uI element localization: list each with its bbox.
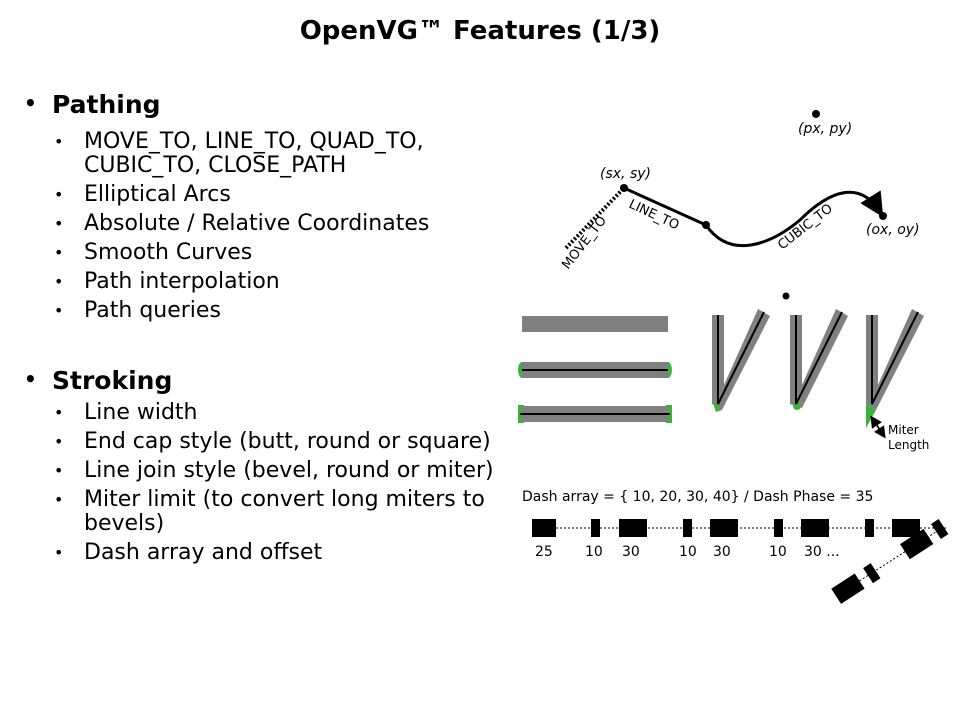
list-item: Path interpolation bbox=[54, 270, 504, 295]
move-to-segment bbox=[564, 186, 626, 250]
miter-label: Miter bbox=[888, 423, 919, 437]
dash-value-label: 30 bbox=[622, 544, 640, 560]
round-join-centerline bbox=[795, 311, 843, 405]
dash-segment bbox=[831, 573, 865, 604]
dash-segment bbox=[892, 519, 920, 537]
list-item: End cap style (butt, round or square) bbox=[54, 430, 494, 455]
dash-segment bbox=[865, 519, 874, 537]
dash-segment bbox=[619, 519, 647, 537]
list-item: Miter limit (to convert long miters to b… bbox=[54, 488, 494, 536]
miter-join-centerline bbox=[871, 311, 919, 405]
dash-value-label: 10 bbox=[679, 544, 697, 560]
dash-segment bbox=[801, 519, 829, 537]
start-point-dot bbox=[620, 184, 628, 192]
dash-segment bbox=[774, 519, 783, 537]
stroking-list: Line width End cap style (butt, round or… bbox=[54, 401, 494, 570]
dash-value-label: 30 bbox=[713, 544, 731, 560]
dash-segment bbox=[863, 563, 881, 584]
dash-diagram: Dash array = { 10, 20, 30, 40} / Dash Ph… bbox=[522, 489, 949, 604]
list-item: Smooth Curves bbox=[54, 241, 504, 266]
miter-length-arrow-back bbox=[870, 415, 885, 437]
stroking-heading: • Stroking bbox=[24, 366, 172, 395]
end-point-dot bbox=[879, 212, 887, 220]
line-to-segment bbox=[623, 186, 707, 227]
join-dot bbox=[782, 292, 790, 300]
list-item: Line join style (bevel, round or miter) bbox=[54, 459, 494, 484]
bullet-icon: • bbox=[24, 367, 37, 391]
mid-point-dot bbox=[702, 221, 710, 229]
pathing-list: MOVE_TO, LINE_TO, QUAD_TO, CUBIC_TO, CLO… bbox=[54, 130, 504, 328]
list-item: Path queries bbox=[54, 299, 504, 324]
dash-segment bbox=[591, 519, 600, 537]
pathing-heading-label: Pathing bbox=[52, 90, 161, 119]
bevel-join-centerline bbox=[717, 311, 765, 405]
dash-value-label: 10 bbox=[769, 544, 787, 560]
start-point-label: (sx, sy) bbox=[600, 166, 651, 182]
stroking-heading-label: Stroking bbox=[52, 366, 173, 395]
dash-diagonal-group bbox=[831, 519, 949, 604]
cubic-to-segment bbox=[704, 190, 884, 248]
list-item: Dash array and offset bbox=[54, 541, 494, 566]
end-cap-examples bbox=[518, 316, 672, 423]
list-item: Line width bbox=[54, 401, 494, 426]
dash-caption: Dash array = { 10, 20, 30, 40} / Dash Ph… bbox=[522, 489, 873, 505]
dash-value-label: 30 ... bbox=[804, 544, 840, 560]
butt-cap-stroke bbox=[522, 316, 668, 332]
cubic-to-label: CUBIC_TO bbox=[775, 201, 836, 253]
list-item: MOVE_TO, LINE_TO, QUAD_TO, CUBIC_TO, CLO… bbox=[54, 130, 504, 178]
bevel-join bbox=[712, 309, 770, 412]
dash-value-label: 10 bbox=[585, 544, 603, 560]
move-to-label: MOVE_TO bbox=[559, 214, 610, 273]
round-join bbox=[782, 292, 848, 410]
length-label: Length bbox=[888, 438, 929, 452]
slide-title: OpenVG™ Features (1/3) bbox=[299, 16, 661, 46]
miter-join: Miter Length bbox=[866, 309, 929, 452]
pathing-heading: • Pathing bbox=[24, 90, 161, 119]
dash-segment bbox=[931, 519, 949, 540]
dash-value-label: 25 bbox=[535, 544, 553, 560]
list-item: Absolute / Relative Coordinates bbox=[54, 212, 504, 237]
dash-segment bbox=[710, 519, 738, 537]
bevel-join-fill bbox=[712, 400, 722, 412]
list-item: Elliptical Arcs bbox=[54, 183, 504, 208]
path-diagram: (sx, sy) (px, py) (ox, oy) MOVE_TO LINE_… bbox=[559, 110, 920, 273]
end-point-label: (ox, oy) bbox=[866, 222, 920, 238]
dash-segment bbox=[900, 528, 934, 560]
dash-segment bbox=[683, 519, 692, 537]
control-point-label: (px, py) bbox=[798, 121, 852, 137]
control-point-dot bbox=[812, 110, 820, 118]
dash-segment bbox=[532, 519, 556, 537]
bullet-icon: • bbox=[24, 91, 37, 115]
